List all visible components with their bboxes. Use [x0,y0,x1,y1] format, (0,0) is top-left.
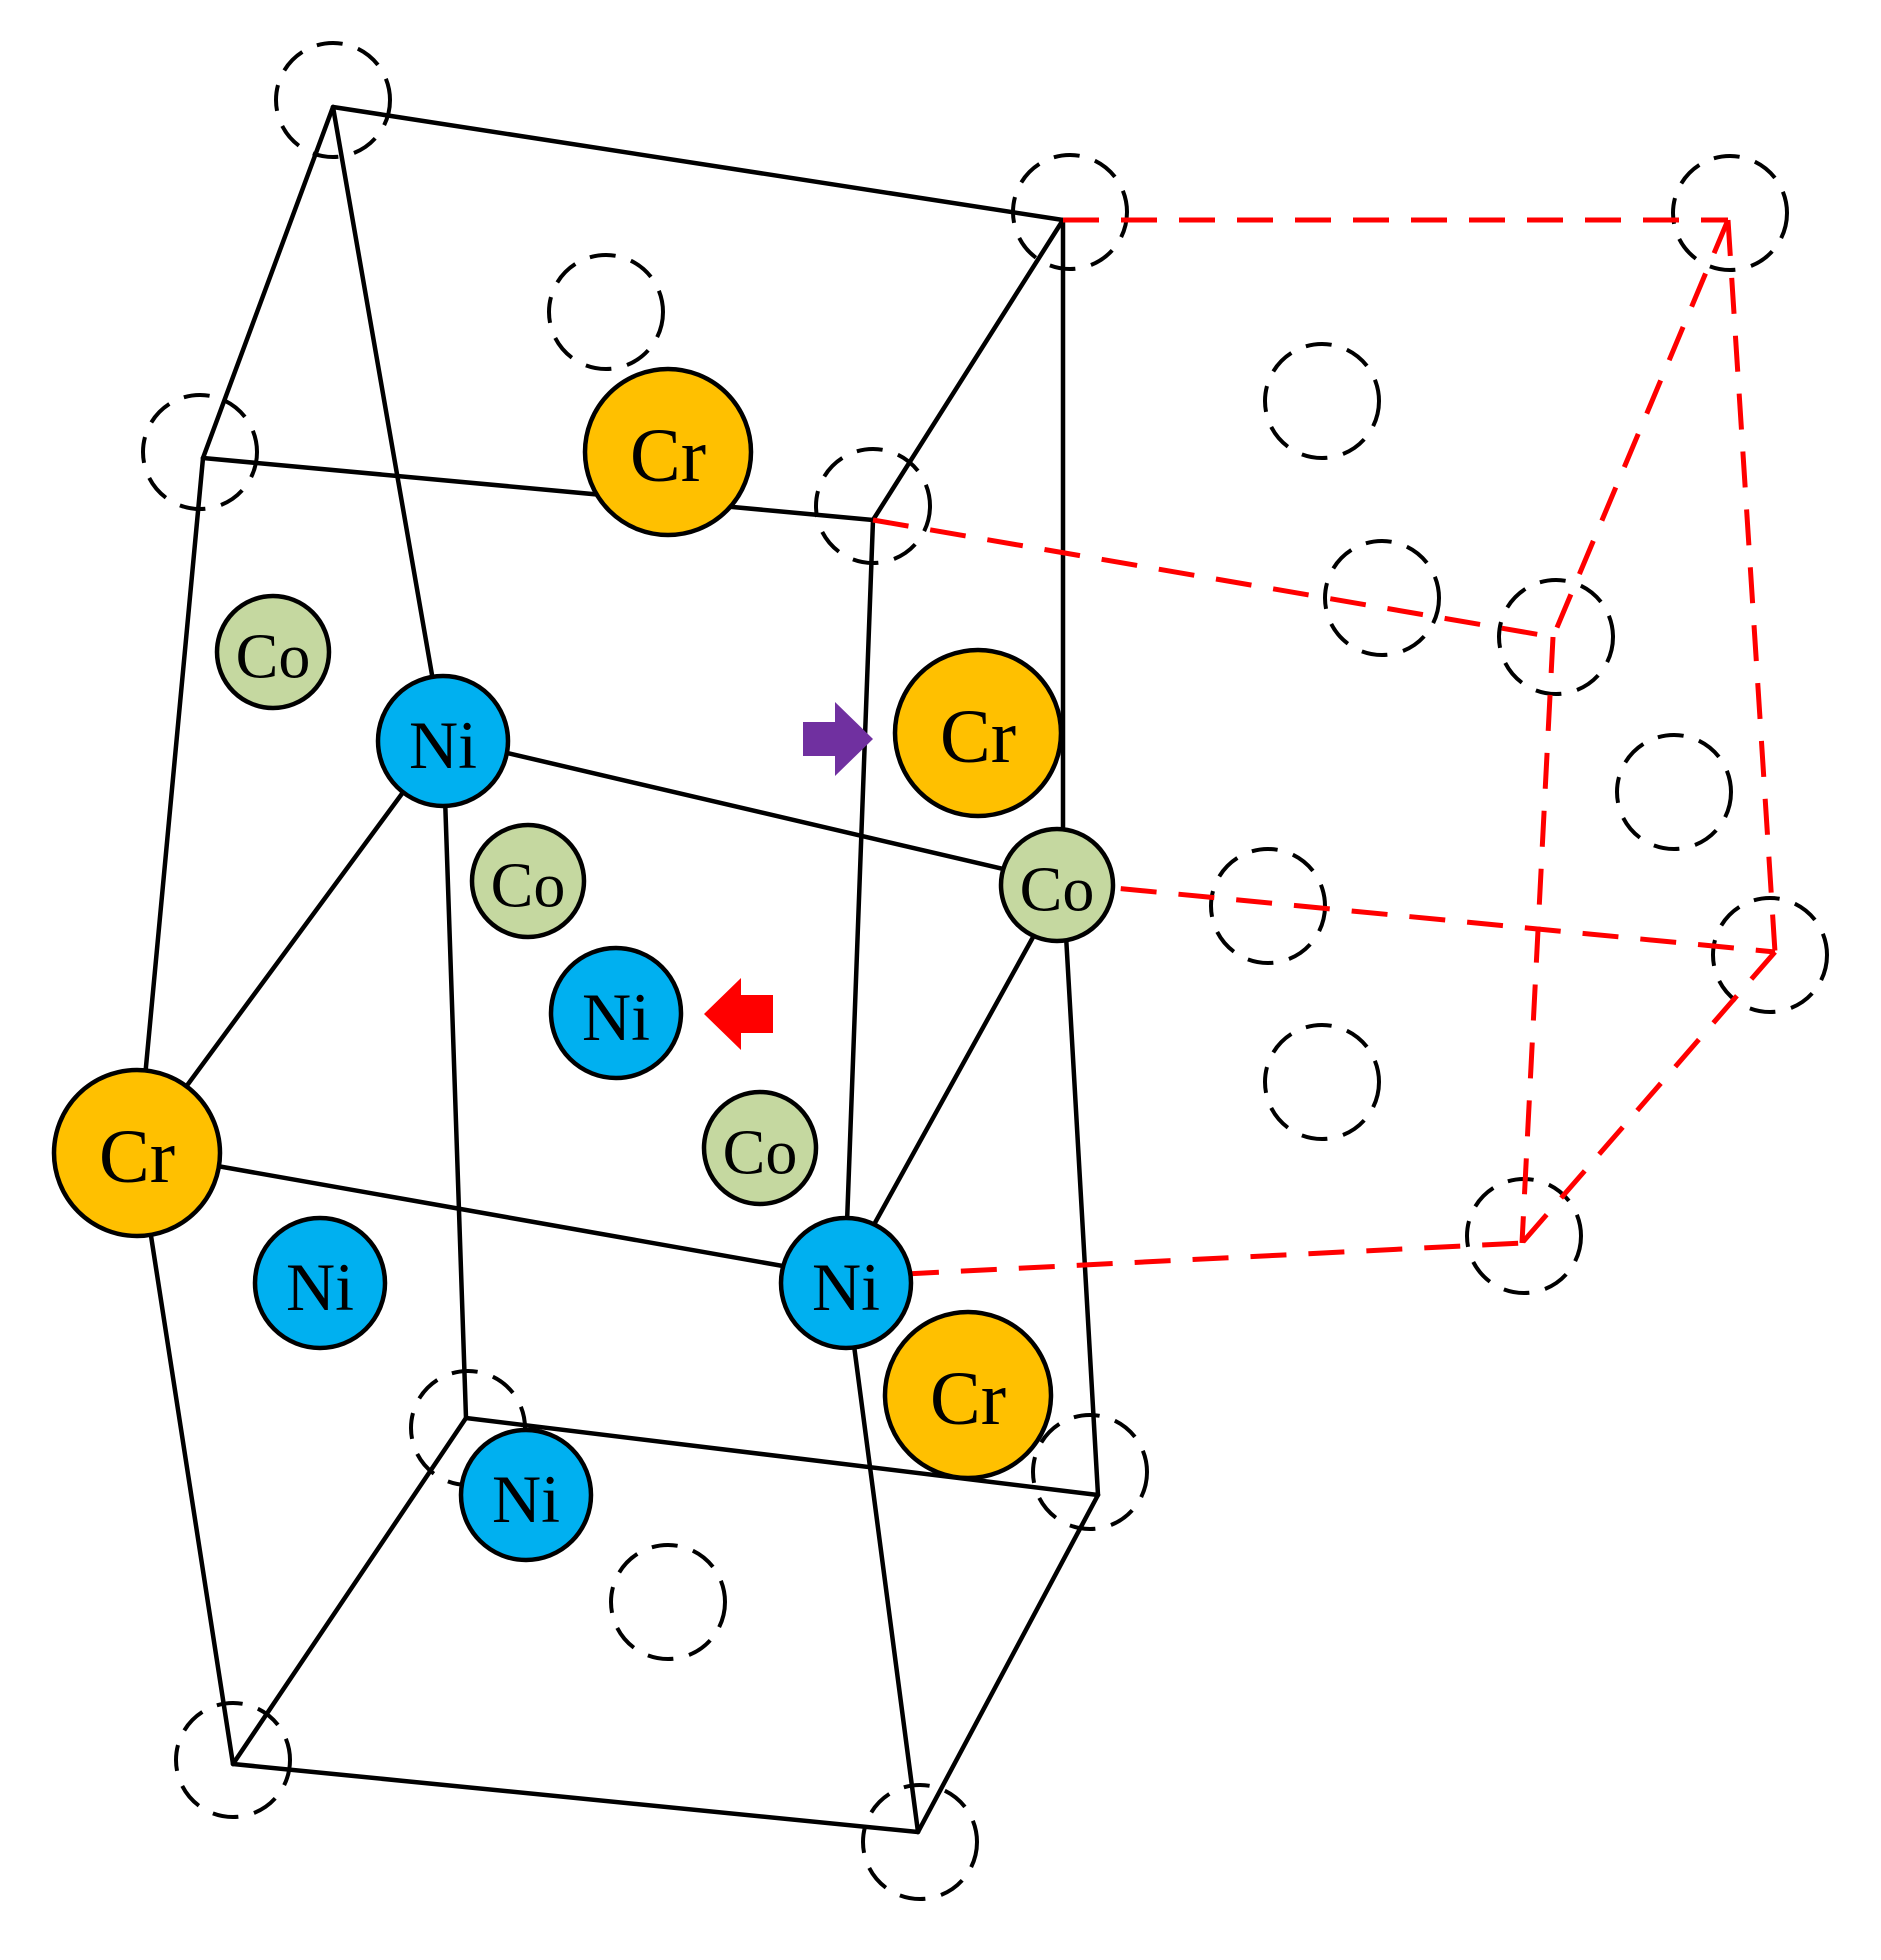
vacancy-site [861,1783,979,1901]
arrow-layer [704,702,873,1050]
atom-ni: Ni [458,1427,594,1563]
atom-circle [582,366,754,538]
atom-cr: Cr [582,366,754,538]
atom-ni: Ni [548,945,684,1081]
atom-circle [548,945,684,1081]
lattice-edge [135,1149,236,1767]
atom-label: Ni [492,1461,560,1537]
dashed-lattice-edge [1519,636,1556,1244]
atom-circle [701,1089,819,1207]
red-arrow-icon [704,978,773,1050]
atom-label: Ni [812,1249,880,1325]
lattice-edge [463,1415,1101,1498]
atom-circle [252,1215,388,1351]
atom-ni: Ni [252,1215,388,1351]
atom-cr: Cr [51,1067,223,1239]
lattice-edge [135,1149,848,1280]
atom-circle [892,647,1064,819]
vacancy-site [1497,578,1615,696]
atom-circle [375,673,511,809]
atom-circle [214,593,332,711]
vacancy-site [1263,1023,1381,1141]
atom-circle [998,826,1116,944]
lattice-edge [200,455,876,523]
vacancy-site [1263,342,1381,460]
lattice-edge [1060,880,1101,1498]
lattice-edge [440,735,469,1421]
lattice-edge [842,1274,921,1835]
vacancy-site [1711,896,1829,1014]
vacancy-site [1615,733,1733,851]
atom-label: Co [723,1117,798,1188]
lattice-edge [230,1415,469,1767]
atom-label: Ni [286,1249,354,1325]
vacancy-site [274,41,392,159]
atom-label: Co [236,621,311,692]
dashed-lattice-edge [1550,219,1731,638]
purple-arrow-icon [803,702,873,776]
lattice-edge [915,1492,1101,1835]
dashed-lattice-edge [1725,219,1778,953]
vacancy-site [1011,153,1129,271]
vacancy-site [1671,154,1789,272]
dashed-lattice-edge [844,1240,1523,1280]
atom-co: Co [214,593,332,711]
lattice-edge [330,104,446,741]
atom-co: Co [701,1089,819,1207]
vacancy-site [609,1543,727,1661]
atom-circle [778,1215,914,1351]
vacancy-site [1031,1413,1149,1531]
lattice-edge [842,517,876,1280]
atom-ni: Ni [778,1215,914,1351]
atom-ni: Ni [375,673,511,809]
atom-co: Co [469,822,587,940]
dashed-lattice-edge [872,517,1554,640]
lattice-edge [842,880,1066,1280]
atom-label: Co [491,850,566,921]
atom-label: Cr [930,1357,1006,1441]
lattice-edge [200,104,336,461]
dashed-lattice-edge [1520,950,1777,1245]
dashed-lattice-edges [844,217,1778,1280]
vacancy-sites [141,41,1829,1901]
atom-cr: Cr [892,647,1064,819]
atom-label: Ni [409,707,477,783]
atom-label: Co [1020,854,1095,925]
lattice-edge [440,735,1066,886]
atom-co: Co [998,826,1116,944]
lattice-edge [330,104,1066,223]
atom-label: Cr [630,414,706,498]
vacancy-site [1323,539,1441,657]
atom-circle [51,1067,223,1239]
lattice-edge [870,217,1066,523]
atom-circle [469,822,587,940]
lattice-edge [135,455,206,1155]
lattice-edge [230,1761,921,1835]
vacancy-site [547,253,665,371]
atom-label: Ni [582,979,650,1055]
atom-cr: Cr [882,1309,1054,1481]
atom-circle [882,1309,1054,1481]
atom-label: Cr [99,1115,175,1199]
atom-label: Cr [940,695,1016,779]
lattice-edge [135,735,446,1155]
dashed-lattice-edge [1062,880,1776,955]
vacancy-site [174,1701,292,1819]
atom-circle [458,1427,594,1563]
